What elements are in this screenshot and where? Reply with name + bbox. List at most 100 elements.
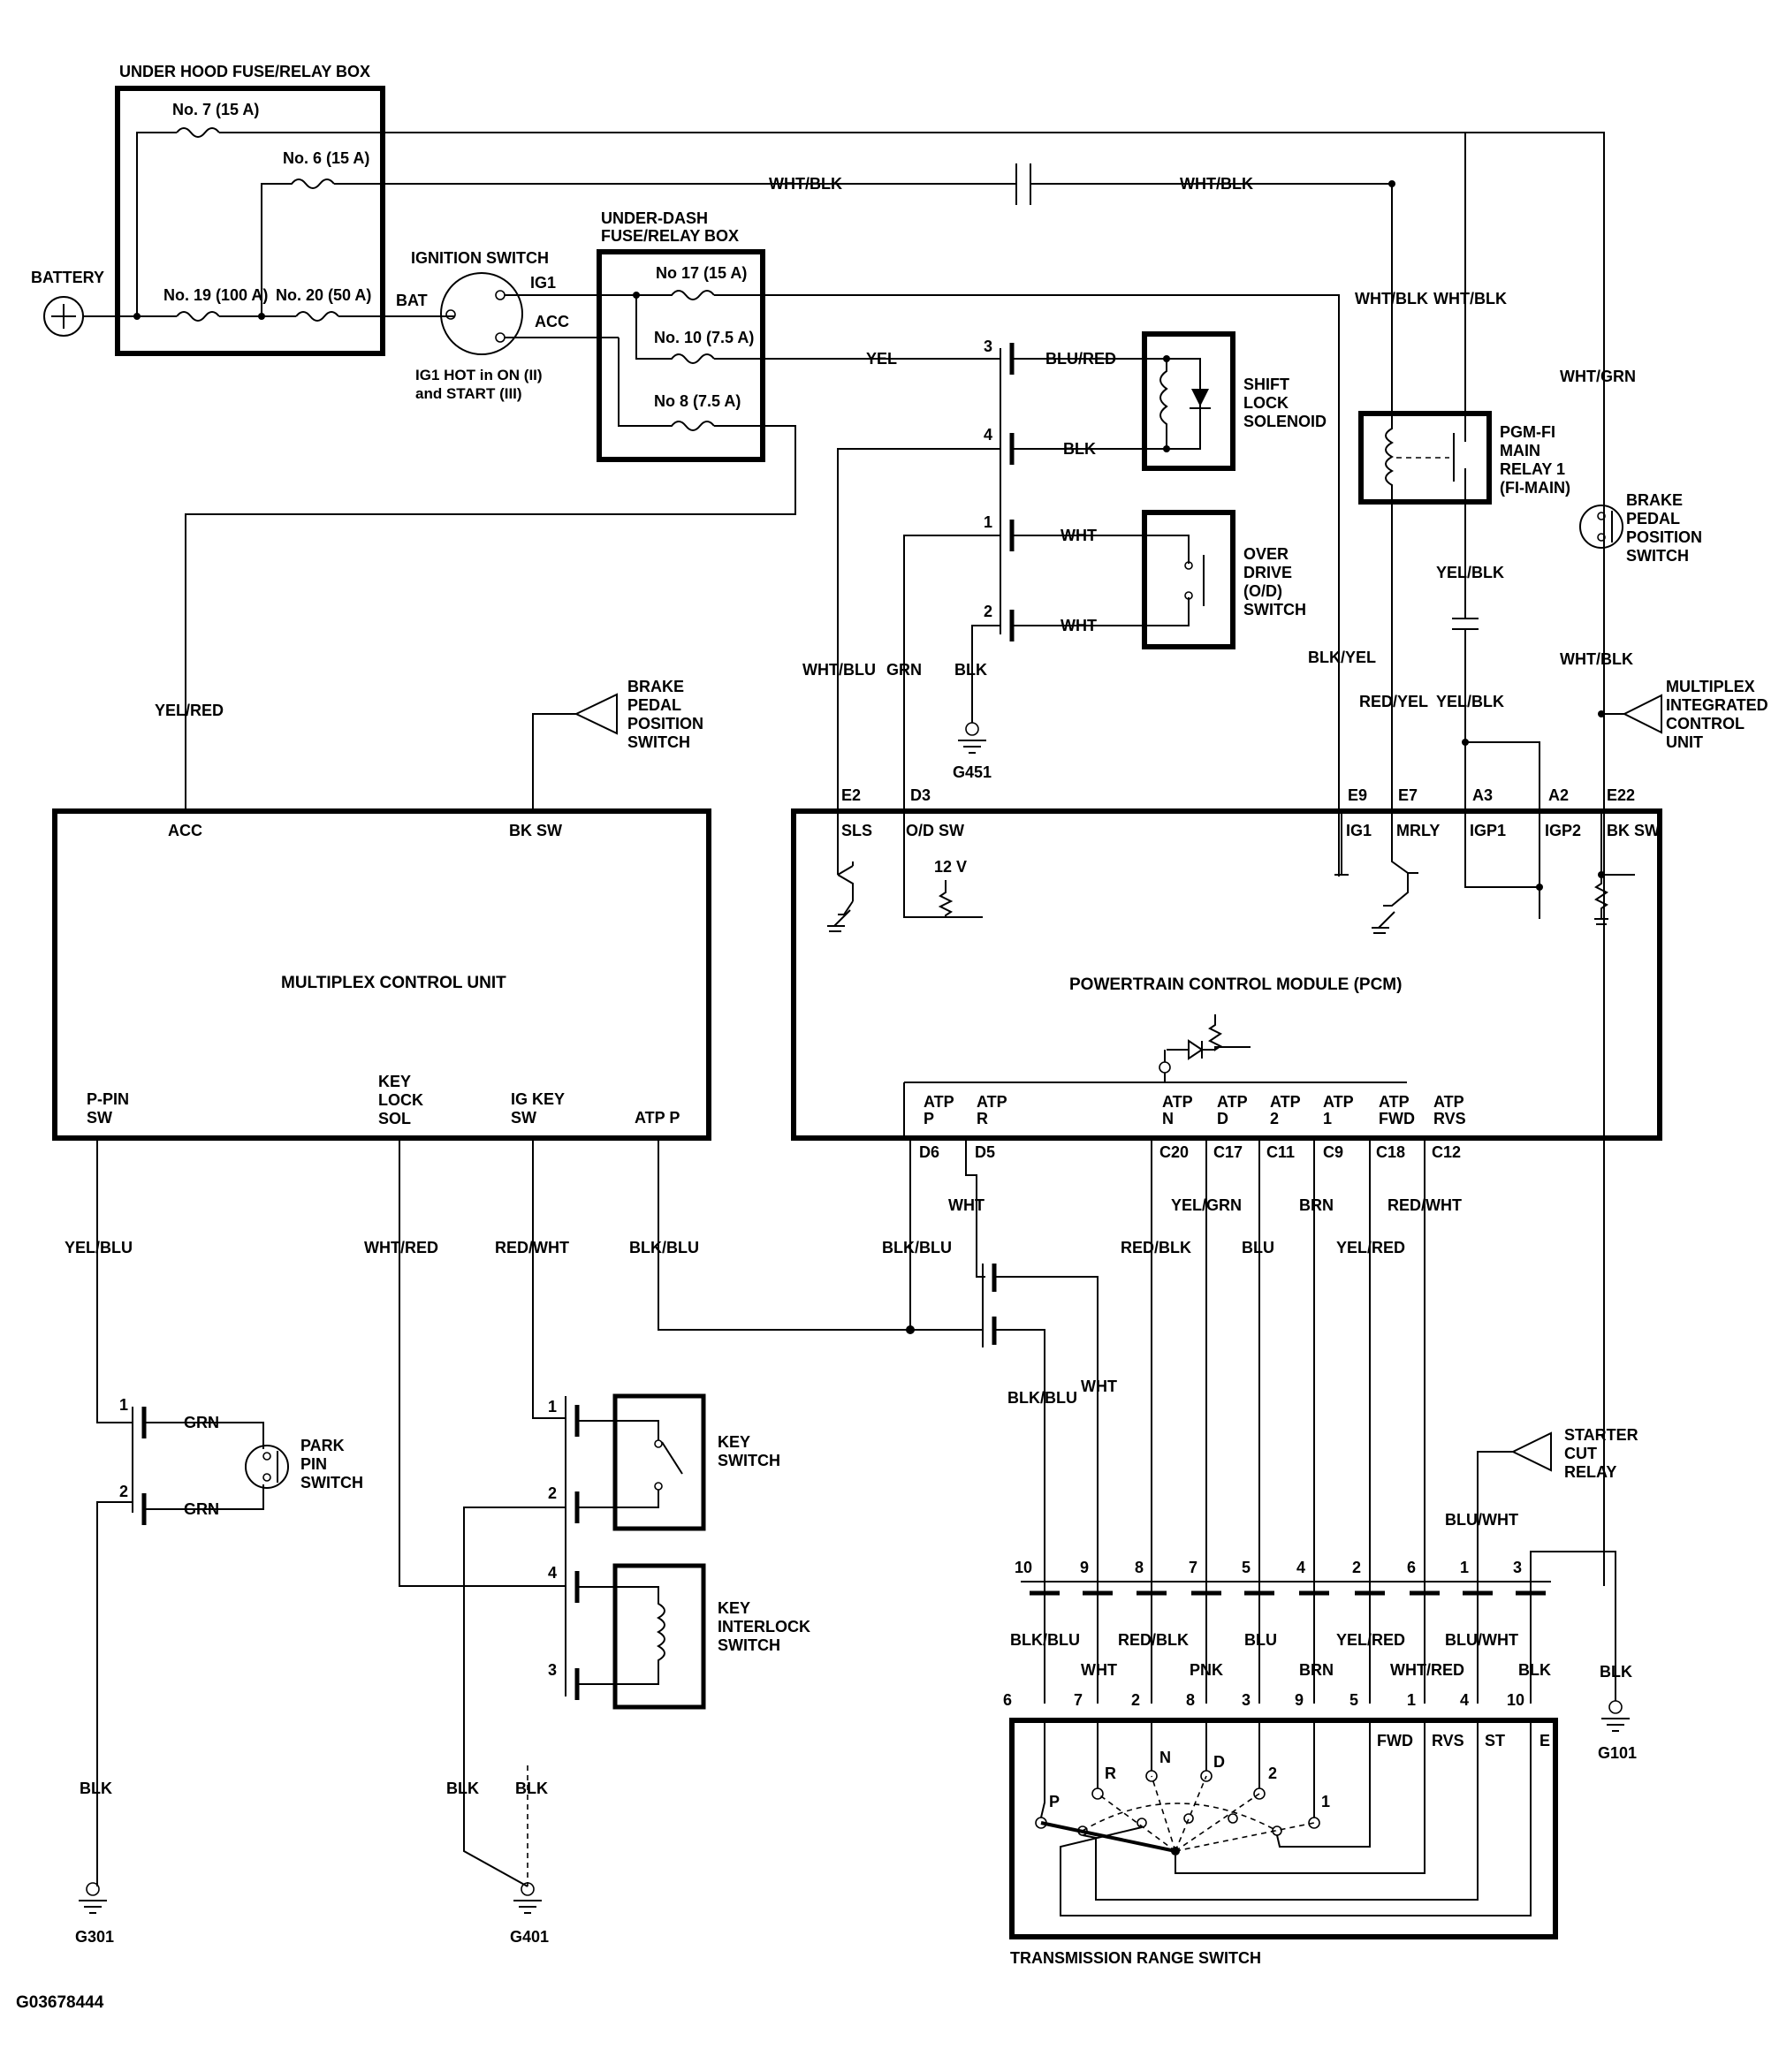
sw-pin-1: 1 xyxy=(984,513,992,531)
under-hood-outline xyxy=(115,86,385,356)
wire-yel-blu: YEL/BLU xyxy=(65,1239,133,1256)
key-switch-outline xyxy=(612,1393,706,1531)
under-dash-title-2: FUSE/RELAY BOX xyxy=(601,227,739,245)
cl-1: 1 xyxy=(1407,1691,1416,1709)
mcu-igkey-1: IG KEY xyxy=(511,1090,565,1108)
starter-l1: STARTER xyxy=(1564,1426,1638,1444)
cu-10: 10 xyxy=(1015,1559,1032,1576)
wl-blu: BLU xyxy=(1244,1631,1277,1649)
trs-n: N xyxy=(1159,1749,1171,1766)
pcm-12v: 12 V xyxy=(934,858,967,876)
cu-3: 3 xyxy=(1513,1559,1522,1576)
trs-st: ST xyxy=(1485,1732,1505,1749)
wire-wht-blk-1: WHT/BLK xyxy=(769,175,842,193)
atp-fwd-l2: FWD xyxy=(1379,1110,1415,1127)
wl-red-blk: RED/BLK xyxy=(1118,1631,1189,1649)
wire-wht-od2: WHT xyxy=(1061,617,1097,634)
shift-lock-outline xyxy=(1142,331,1235,471)
brake-ref-l1: BRAKE xyxy=(627,678,684,695)
atp-n-l1: ATP xyxy=(1162,1093,1193,1111)
brake-l4: SWITCH xyxy=(1626,547,1689,565)
brake-l1: BRAKE xyxy=(1626,491,1683,509)
pgm-fi-outline xyxy=(1358,411,1492,505)
wire-yel: YEL xyxy=(866,350,897,368)
wl-brn: BRN xyxy=(1299,1661,1334,1679)
cu-1: 1 xyxy=(1460,1559,1469,1576)
pcm-pin-e2: E2 xyxy=(841,786,861,804)
under-hood-title: UNDER HOOD FUSE/RELAY BOX xyxy=(119,63,370,80)
brake-ref-l3: POSITION xyxy=(627,715,703,732)
wl-blk: BLK xyxy=(1518,1661,1551,1679)
battery: BATTERY xyxy=(31,269,104,337)
atp-r-l1: ATP xyxy=(977,1093,1007,1111)
key-switch: KEY SWITCH xyxy=(577,1393,780,1531)
multiplex-control-unit: ACC BK SW MULTIPLEX CONTROL UNIT P-PIN S… xyxy=(52,808,711,1141)
ground-g101: G101 xyxy=(1598,1700,1637,1762)
mcu-igkey-2: SW xyxy=(511,1109,536,1127)
brake-ref-l2: PEDAL xyxy=(627,696,681,714)
wire-blk-blu-atpp: BLK/BLU xyxy=(629,1239,699,1256)
wire-brn-1: BRN xyxy=(1299,1196,1334,1214)
wire-grn-od: GRN xyxy=(886,661,922,679)
ign-note-2: and START (III) xyxy=(415,385,522,402)
sw-pin-2: 2 xyxy=(984,603,992,620)
pin-d5: D5 xyxy=(975,1143,995,1161)
ground-g301-label: G301 xyxy=(75,1928,114,1946)
pcm-pin-odsw: O/D SW xyxy=(906,822,964,839)
ign-term-bat: BAT xyxy=(396,292,428,309)
fuse-6-label: No. 6 (15 A) xyxy=(283,149,369,167)
pgm-l3: RELAY 1 xyxy=(1500,460,1565,478)
mcu-pin-acc: ACC xyxy=(168,822,202,839)
starter-l3: RELAY xyxy=(1564,1463,1616,1481)
key-connector: 1 2 4 3 xyxy=(548,1396,580,1700)
ground-g451: G451 xyxy=(953,722,992,781)
mcu-key-2: LOCK xyxy=(378,1091,423,1109)
mcu-atpp: ATP P xyxy=(635,1109,680,1127)
wire-wht-blu: WHT/BLU xyxy=(802,661,876,679)
key-sw-l1: KEY xyxy=(718,1433,750,1451)
pcm-pin-e7: E7 xyxy=(1398,786,1418,804)
trs-2: 2 xyxy=(1268,1765,1277,1782)
under-dash-fuse-box: UNDER-DASH FUSE/RELAY BOX No 17 (15 A) N… xyxy=(597,209,765,462)
atp-r-l2: R xyxy=(977,1110,988,1127)
ground-g301: G301 xyxy=(75,1882,114,1946)
mcu-title: MULTIPLEX CONTROL UNIT xyxy=(281,974,506,992)
cl-10: 10 xyxy=(1507,1691,1524,1709)
pgm-fi-relay: WHT/BLK WHT/BLK PGM-FI MAIN RELAY 1 (FI-… xyxy=(1355,133,1570,505)
pcm: POWERTRAIN CONTROL MODULE (PCM) 12 V xyxy=(791,808,1662,1141)
fuse-17-label: No 17 (15 A) xyxy=(656,264,747,282)
wire-wht-blk-relay1: WHT/BLK xyxy=(1355,290,1428,307)
sw-pin-4: 4 xyxy=(984,426,992,444)
mcu-pin-bksw: BK SW xyxy=(509,822,562,839)
key-il-l1: KEY xyxy=(718,1599,750,1617)
battery-label: BATTERY xyxy=(31,269,104,286)
ign-term-ig1: IG1 xyxy=(530,274,556,292)
trs-r: R xyxy=(1105,1765,1116,1782)
key-sw-l2: SWITCH xyxy=(718,1452,780,1469)
pcm-outline xyxy=(791,808,1662,1141)
atp-2-l1: ATP xyxy=(1270,1093,1301,1111)
wire-yel-grn-d: YEL/GRN xyxy=(1171,1196,1242,1214)
under-dash-title-1: UNDER-DASH xyxy=(601,209,708,227)
wire-yel-blk-2: YEL/BLK xyxy=(1436,693,1504,710)
kc-pin-4: 4 xyxy=(548,1564,557,1582)
fuse-10-label: No. 10 (7.5 A) xyxy=(654,329,754,346)
pcm-pin-mrly: MRLY xyxy=(1396,822,1440,839)
trs-d: D xyxy=(1213,1753,1225,1771)
trs-connector: 10 9 8 7 5 4 2 6 1 3 BLK/BLU WHT RED/BLK… xyxy=(1003,1559,1551,1709)
pp-pin-2: 2 xyxy=(119,1483,128,1500)
kc-pin-3: 3 xyxy=(548,1661,557,1679)
atp-fwd-l1: ATP xyxy=(1379,1093,1410,1111)
wire-blk-blu-conn: BLK/BLU xyxy=(1007,1389,1077,1407)
trs-rvs: RVS xyxy=(1432,1732,1464,1749)
wire-blk-shift: BLK xyxy=(1063,440,1096,458)
ignition-switch: IGNITION SWITCH BAT IG1 ACC IG1 HOT in O… xyxy=(396,249,569,402)
brake-reference-mcu: BRAKE PEDAL POSITION SWITCH xyxy=(574,678,703,751)
pin-d6: D6 xyxy=(919,1143,939,1161)
wire-blk-g451: BLK xyxy=(954,661,987,679)
od-l4: SWITCH xyxy=(1243,601,1306,619)
atp-d-l1: ATP xyxy=(1217,1093,1248,1111)
cl-6: 6 xyxy=(1003,1691,1012,1709)
fuse-7-label: No. 7 (15 A) xyxy=(172,101,259,118)
